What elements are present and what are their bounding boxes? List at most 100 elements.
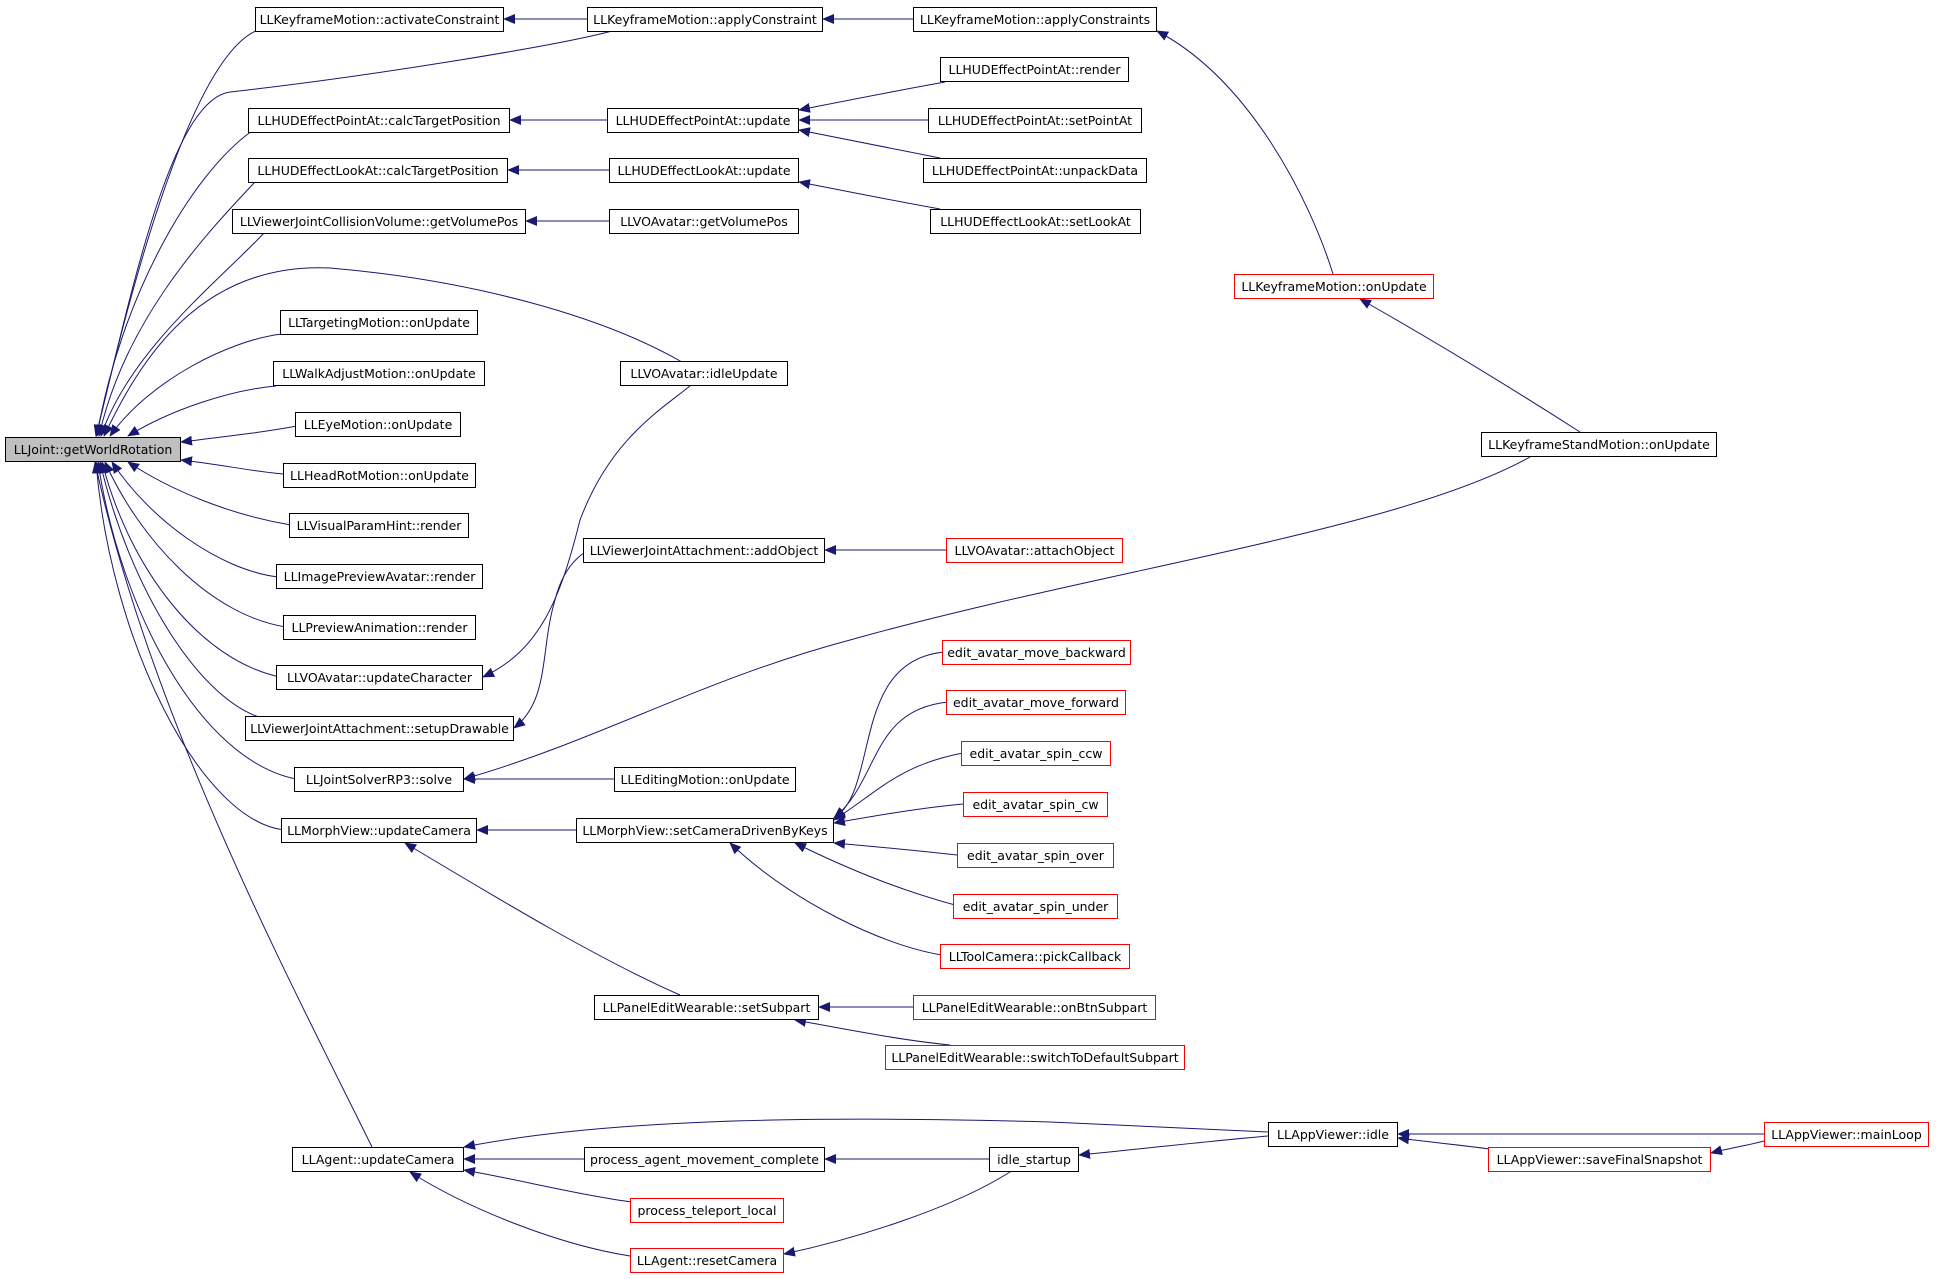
- edge-appmainloop-to-appsavesnap: [1710, 1140, 1765, 1156]
- node-label: edit_avatar_spin_ccw: [969, 746, 1103, 761]
- node-preview-animation-render[interactable]: LLPreviewAnimation::render: [283, 615, 476, 640]
- node-keyframe-on-update[interactable]: LLKeyframeMotion::onUpdate: [1234, 274, 1434, 299]
- node-label: LLPanelEditWearable::onBtnSubpart: [921, 1000, 1148, 1015]
- node-head-rot-on-update[interactable]: LLHeadRotMotion::onUpdate: [283, 463, 476, 488]
- node-hud-point-calc-target[interactable]: LLHUDEffectPointAt::calcTargetPosition: [248, 108, 510, 133]
- node-eye-motion-on-update[interactable]: LLEyeMotion::onUpdate: [295, 412, 461, 437]
- edge-imagepreview-to-root: [111, 461, 279, 578]
- edge-agentupdatecam-to-root: [92, 461, 373, 1148]
- node-app-viewer-idle[interactable]: LLAppViewer::idle: [1268, 1122, 1398, 1147]
- node-label: edit_avatar_spin_cw: [972, 797, 1099, 812]
- node-hud-look-update[interactable]: LLHUDEffectLookAt::update: [609, 158, 799, 183]
- node-activate-constraint[interactable]: LLKeyframeMotion::activateConstraint: [255, 7, 504, 32]
- node-vo-idle-update[interactable]: LLVOAvatar::idleUpdate: [620, 361, 788, 386]
- node-morph-update-camera[interactable]: LLMorphView::updateCamera: [281, 818, 477, 843]
- edge-collision-to-root: [99, 231, 266, 437]
- node-vo-attach-object[interactable]: LLVOAvatar::attachObject: [946, 538, 1123, 563]
- edge-walkadjust-to-root: [127, 385, 277, 437]
- node-hud-point-set-point-at[interactable]: LLHUDEffectPointAt::setPointAt: [928, 108, 1142, 133]
- node-keyframe-stand-on-update[interactable]: LLKeyframeStandMotion::onUpdate: [1481, 432, 1717, 457]
- edge-previewanim-to-root: [104, 461, 287, 628]
- node-label: edit_avatar_spin_under: [962, 899, 1109, 914]
- node-process-teleport-local[interactable]: process_teleport_local: [630, 1198, 784, 1223]
- node-app-save-final-snapshot[interactable]: LLAppViewer::saveFinalSnapshot: [1488, 1147, 1711, 1172]
- edge-spinunder-to-morphsetcam: [794, 842, 956, 906]
- node-label: LLMorphView::setCameraDrivenByKeys: [582, 823, 828, 838]
- edge-addobject-to-attsetup: [513, 548, 601, 729]
- edge-appsavesnap-to-appidle: [1397, 1134, 1491, 1150]
- node-vo-get-volume-pos[interactable]: LLVOAvatar::getVolumePos: [609, 209, 799, 234]
- edge-voupdatechar-to-root: [99, 461, 281, 678]
- node-attachment-setup-drawable[interactable]: LLViewerJointAttachment::setupDrawable: [245, 716, 514, 741]
- edge-editbackward-to-morphsetcam: [833, 651, 946, 819]
- node-idle-startup[interactable]: idle_startup: [989, 1147, 1079, 1172]
- node-rp3-solve[interactable]: LLJointSolverRP3::solve: [294, 767, 464, 792]
- node-label: LLVisualParamHint::render: [296, 518, 462, 533]
- node-label: LLHUDEffectLookAt::update: [617, 163, 791, 178]
- edge-eye-to-root: [180, 425, 298, 446]
- edge-targeting-to-root: [109, 333, 283, 437]
- node-label: LLPanelEditWearable::setSubpart: [602, 1000, 811, 1015]
- node-label: LLAgent::updateCamera: [301, 1152, 455, 1167]
- node-panel-set-subpart[interactable]: LLPanelEditWearable::setSubpart: [594, 995, 819, 1020]
- node-targeting-on-update[interactable]: LLTargetingMotion::onUpdate: [280, 310, 478, 335]
- node-app-viewer-main-loop[interactable]: LLAppViewer::mainLoop: [1764, 1122, 1929, 1147]
- node-panel-on-btn-subpart[interactable]: LLPanelEditWearable::onBtnSubpart: [913, 995, 1156, 1020]
- node-edit-avatar-spin-over[interactable]: edit_avatar_spin_over: [957, 843, 1114, 868]
- node-image-preview-avatar-render[interactable]: LLImagePreviewAvatar::render: [276, 564, 483, 589]
- node-morph-set-camera-driven[interactable]: LLMorphView::setCameraDrivenByKeys: [576, 818, 834, 843]
- node-walk-adjust-on-update[interactable]: LLWalkAdjustMotion::onUpdate: [273, 361, 485, 386]
- node-label: LLJoint::getWorldRotation: [13, 442, 173, 457]
- node-edit-avatar-spin-cw[interactable]: edit_avatar_spin_cw: [963, 792, 1108, 817]
- node-get-world-rotation[interactable]: LLJoint::getWorldRotation: [5, 437, 181, 462]
- node-label: LLImagePreviewAvatar::render: [283, 569, 476, 584]
- node-edit-avatar-move-forward[interactable]: edit_avatar_move_forward: [946, 690, 1126, 715]
- node-visual-param-hint-render[interactable]: LLVisualParamHint::render: [289, 513, 469, 538]
- node-apply-constraints[interactable]: LLKeyframeMotion::applyConstraints: [913, 7, 1157, 32]
- node-label: LLHUDEffectPointAt::update: [615, 113, 791, 128]
- node-hud-point-unpack-data[interactable]: LLHUDEffectPointAt::unpackData: [923, 158, 1147, 183]
- node-label: LLMorphView::updateCamera: [287, 823, 471, 838]
- node-label: LLPanelEditWearable::switchToDefaultSubp…: [891, 1050, 1179, 1065]
- edge-hudlookcalc-to-root: [96, 181, 256, 437]
- node-label: edit_avatar_move_forward: [952, 695, 1119, 710]
- node-attachment-add-object[interactable]: LLViewerJointAttachment::addObject: [583, 538, 825, 563]
- edge-editforward-to-morphsetcam: [833, 701, 949, 819]
- node-label: LLKeyframeMotion::activateConstraint: [259, 12, 500, 27]
- node-edit-avatar-spin-ccw[interactable]: edit_avatar_spin_ccw: [961, 741, 1111, 766]
- node-label: LLKeyframeMotion::applyConstraint: [593, 12, 817, 27]
- edge-hudpointrender-to-hudpointupdate: [798, 81, 946, 113]
- node-apply-constraint[interactable]: LLKeyframeMotion::applyConstraint: [587, 7, 823, 32]
- node-label: LLViewerJointAttachment::addObject: [589, 543, 819, 558]
- edge-voidle-to-voupdatechar: [482, 385, 691, 678]
- edge-applyconstraint-to-root: [93, 30, 613, 437]
- node-label: LLHUDEffectLookAt::calcTargetPosition: [257, 163, 499, 178]
- node-edit-avatar-move-backward[interactable]: edit_avatar_move_backward: [942, 640, 1131, 665]
- edge-headrot-to-root: [180, 456, 286, 475]
- node-hud-look-calc-target[interactable]: LLHUDEffectLookAt::calcTargetPosition: [248, 158, 508, 183]
- edge-idlestartup-to-agentreset: [783, 1171, 1011, 1257]
- node-edit-avatar-spin-under[interactable]: edit_avatar_spin_under: [953, 894, 1118, 919]
- node-label: LLKeyframeStandMotion::onUpdate: [1488, 437, 1710, 452]
- node-vo-update-character[interactable]: LLVOAvatar::updateCharacter: [276, 665, 483, 690]
- node-process-agent-movement[interactable]: process_agent_movement_complete: [584, 1147, 825, 1172]
- node-label: LLKeyframeMotion::applyConstraints: [919, 12, 1151, 27]
- node-hud-look-set-look-at[interactable]: LLHUDEffectLookAt::setLookAt: [930, 209, 1141, 234]
- node-label: LLJointSolverRP3::solve: [305, 772, 453, 787]
- node-editing-motion-on-update[interactable]: LLEditingMotion::onUpdate: [614, 767, 796, 792]
- node-agent-update-camera[interactable]: LLAgent::updateCamera: [292, 1147, 464, 1172]
- node-label: edit_avatar_spin_over: [967, 848, 1104, 863]
- node-label: LLViewerJointAttachment::setupDrawable: [250, 721, 509, 736]
- node-label: LLAppViewer::mainLoop: [1771, 1127, 1922, 1142]
- node-collision-get-volume-pos[interactable]: LLViewerJointCollisionVolume::getVolumeP…: [232, 209, 526, 234]
- node-panel-switch-default-subpart[interactable]: LLPanelEditWearable::switchToDefaultSubp…: [885, 1045, 1185, 1070]
- node-hud-point-update[interactable]: LLHUDEffectPointAt::update: [607, 108, 799, 133]
- node-tool-camera-pick-callback[interactable]: LLToolCamera::pickCallback: [940, 944, 1130, 969]
- node-hud-point-render[interactable]: LLHUDEffectPointAt::render: [940, 57, 1129, 82]
- node-label: LLEyeMotion::onUpdate: [303, 417, 453, 432]
- edge-voidle-to-root: [103, 267, 683, 437]
- node-agent-reset-camera[interactable]: LLAgent::resetCamera: [630, 1248, 784, 1273]
- edge-kfstand-to-rp3solve: [463, 456, 1531, 781]
- node-label: LLKeyframeMotion::onUpdate: [1241, 279, 1427, 294]
